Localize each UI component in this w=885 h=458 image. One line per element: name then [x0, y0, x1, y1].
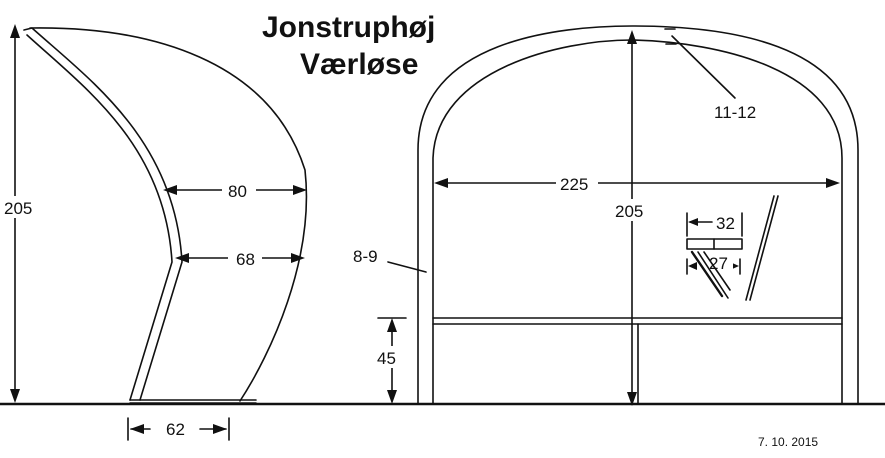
drawing-date: 7. 10. 2015 — [758, 435, 818, 449]
rail-height-label-bg — [374, 346, 408, 368]
front-width-arrow-right — [826, 178, 840, 188]
side-height-arrow-bottom — [10, 389, 20, 403]
front-width-arrow-left — [434, 178, 448, 188]
side-lower-width-arrow-left — [175, 253, 189, 263]
front-height-label: 205 — [615, 202, 643, 221]
side-height-arrow-top — [10, 24, 20, 38]
side-base-width-label: 62 — [166, 420, 185, 439]
front-height-arrow-top — [627, 30, 637, 44]
front-height-label-bg — [612, 199, 654, 221]
side-upper-width-label-bg — [222, 180, 256, 202]
side-roof-outline — [29, 27, 308, 402]
detail-inner-label: 27 — [709, 254, 728, 273]
title-line-1: Jonstruphøj — [262, 11, 435, 44]
side-height-label: 205 — [4, 199, 32, 218]
detail-outer-label: 32 — [716, 214, 735, 233]
side-lower-width-arrow-right — [291, 253, 305, 263]
title-line-2: Værløse — [300, 48, 418, 81]
side-upper-width-arrow-right — [293, 185, 307, 195]
front-view: 205 225 11-12 8-9 45 32 — [353, 25, 859, 406]
side-lower-width-label-bg — [228, 248, 262, 270]
side-height-label-bg — [3, 196, 43, 218]
side-upper-width-label: 80 — [228, 182, 247, 201]
detail-brace-c — [703, 251, 731, 291]
detail-brace-b — [697, 251, 729, 299]
detail-brace-a — [690, 250, 724, 298]
detail-inner-arrow-left — [688, 262, 697, 270]
side-base-arrow-right — [213, 424, 227, 434]
profile-detail: 32 27 — [686, 195, 779, 301]
post-thickness-label: 8-9 — [353, 247, 378, 266]
detail-outer-arrow-left — [688, 218, 698, 226]
front-arch-outer — [417, 25, 859, 405]
front-width-label-bg — [556, 172, 598, 194]
detail-rod-inner — [749, 195, 779, 301]
post-thickness-leader — [387, 261, 427, 273]
rail-height-label: 45 — [377, 349, 396, 368]
front-height-arrow-bottom — [627, 392, 637, 406]
side-frame-inner — [26, 34, 173, 401]
arch-rise-label: 11-12 — [714, 103, 756, 122]
front-width-label: 225 — [560, 175, 588, 194]
side-frame-outer — [23, 27, 183, 401]
rail-height-arrow-top — [387, 318, 397, 332]
side-upper-width-arrow-left — [163, 185, 177, 195]
side-base-arrow-left — [130, 424, 144, 434]
rail-height-arrow-bottom — [387, 390, 397, 404]
arch-rise-leader — [671, 35, 736, 99]
detail-rod-outer — [745, 195, 775, 301]
side-lower-width-label: 68 — [236, 250, 255, 269]
side-view: 205 80 68 62 — [3, 24, 308, 441]
